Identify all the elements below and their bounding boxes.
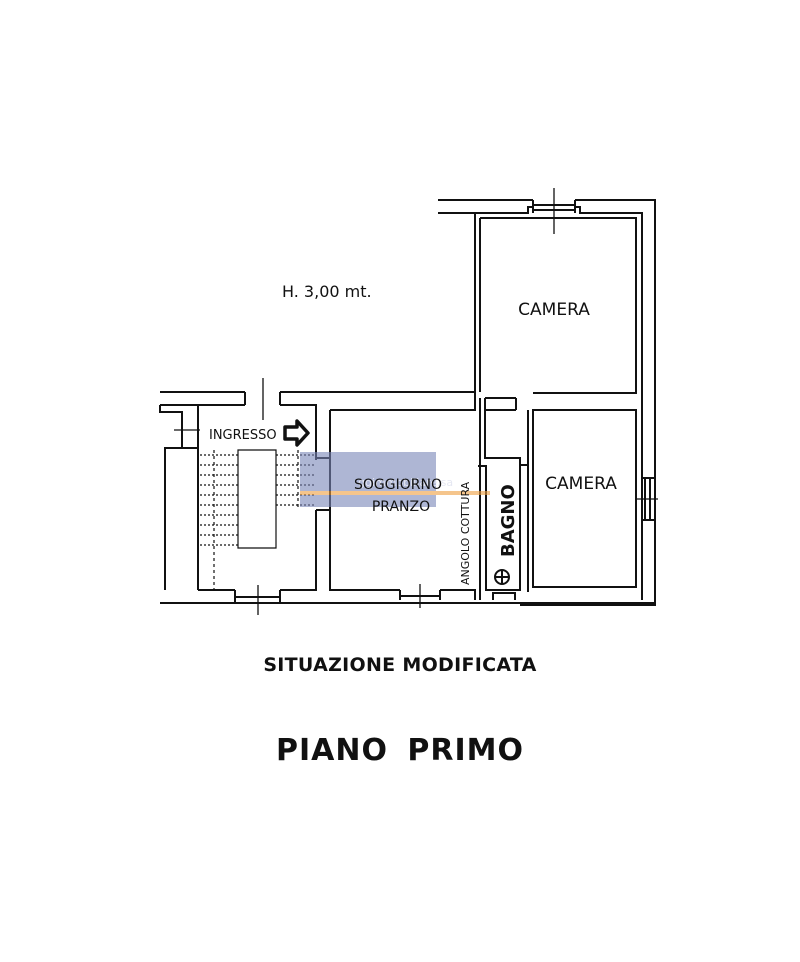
watermark-logo: ggimmobiliare.sa: [300, 452, 490, 507]
room-label-bagno: BAGNO: [498, 484, 519, 557]
height-note: H. 3,00 mt.: [282, 282, 372, 301]
plan-caption: SITUAZIONE MODIFICATA: [263, 654, 537, 676]
room-label-pranzo: PRANZO: [372, 499, 430, 515]
svg-text:ggimmobiliare.sa: ggimmobiliare.sa: [358, 476, 453, 489]
room-label-soggiorno: SOGGIORNO: [354, 477, 442, 493]
plan-walls: [159, 188, 658, 615]
room-label-angolo-cottura: ANGOLO COTTURA: [459, 481, 472, 585]
room-label-camera-right: CAMERA: [545, 474, 617, 494]
room-label-ingresso: INGRESSO: [209, 428, 277, 443]
staircase: [200, 449, 314, 590]
plan-title: PIANO PRIMO: [275, 733, 525, 768]
entrance-arrow-icon: [283, 419, 310, 447]
toilet-icon: [494, 569, 510, 585]
room-label-camera-top: CAMERA: [518, 300, 590, 320]
